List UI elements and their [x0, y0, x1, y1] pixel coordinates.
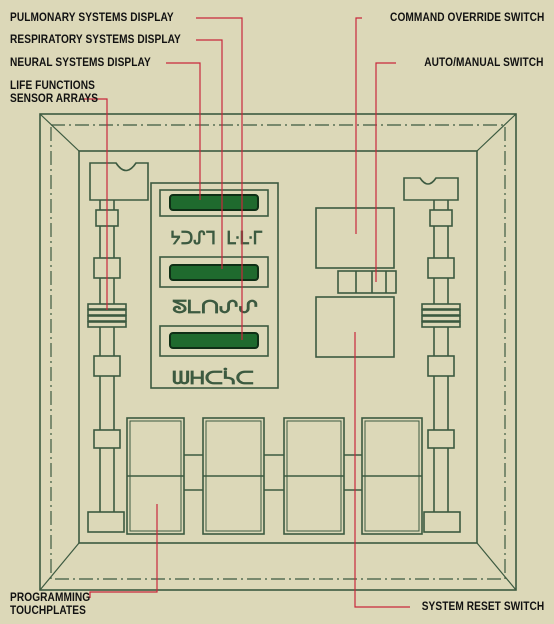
glyph-row-2: ᘕᒪᑎᔑᔑ — [172, 297, 258, 318]
life-functions-leader-line — [84, 98, 108, 310]
touchplate-4[interactable] — [361, 417, 423, 535]
life-sensor-array-left — [87, 162, 149, 533]
label-programming: PROGRAMMING — [10, 592, 91, 604]
programming-leader-line — [89, 504, 158, 598]
label-respiratory-systems-display: RESPIRATORY SYSTEMS DISPLAY — [10, 34, 181, 46]
life-sensor-array-right — [403, 177, 461, 533]
programming-touchplates — [184, 454, 362, 491]
neural-systems-display — [159, 325, 269, 357]
label-auto-manual-switch: AUTO/MANUAL SWITCH — [424, 57, 544, 69]
glyph-row-1: ᔭᑐᔑᒣ ᒷᒷᒥ — [170, 228, 263, 249]
command-override-leader-line — [355, 17, 362, 234]
label-system-reset-switch: SYSTEM RESET SWITCH — [421, 601, 544, 613]
respiratory-systems-display — [159, 256, 269, 288]
label-life-functions: LIFE FUNCTIONS — [10, 80, 96, 92]
auto-manual-leader-line — [375, 62, 396, 282]
label-pulmonary-systems-display: PULMONARY SYSTEMS DISPLAY — [10, 12, 174, 24]
respiratory-leader-line — [196, 39, 223, 269]
command-override-switch[interactable] — [315, 207, 395, 269]
respiratory-display-screen — [169, 264, 259, 281]
panel-inner-frame — [78, 150, 478, 544]
pulmonary-display-screen — [169, 194, 259, 211]
neural-display-screen — [169, 332, 259, 349]
label-touchplates: TOUCHPLATES — [10, 605, 86, 617]
label-command-override-switch: COMMAND OVERRIDE SWITCH — [389, 12, 544, 24]
touchplate-3[interactable] — [283, 417, 345, 535]
panel-dashed-frame — [50, 124, 506, 580]
glyph-row-3: ᗯᕼᑕᓵᑕ — [172, 367, 254, 389]
touchplate-1[interactable] — [126, 417, 185, 535]
pulmonary-leader-line — [196, 17, 243, 340]
display-bank-housing — [150, 182, 279, 389]
label-neural-systems-display: NEURAL SYSTEMS DISPLAY — [10, 57, 151, 69]
touchplate-2[interactable] — [202, 417, 265, 535]
label-sensor-arrays: SENSOR ARRAYS — [10, 93, 99, 105]
auto-manual-switch-housing — [337, 270, 397, 294]
pulmonary-systems-display — [159, 189, 269, 217]
system-reset-leader-line — [354, 332, 410, 608]
panel-outer-frame — [39, 113, 517, 591]
neural-leader-line — [166, 62, 201, 200]
